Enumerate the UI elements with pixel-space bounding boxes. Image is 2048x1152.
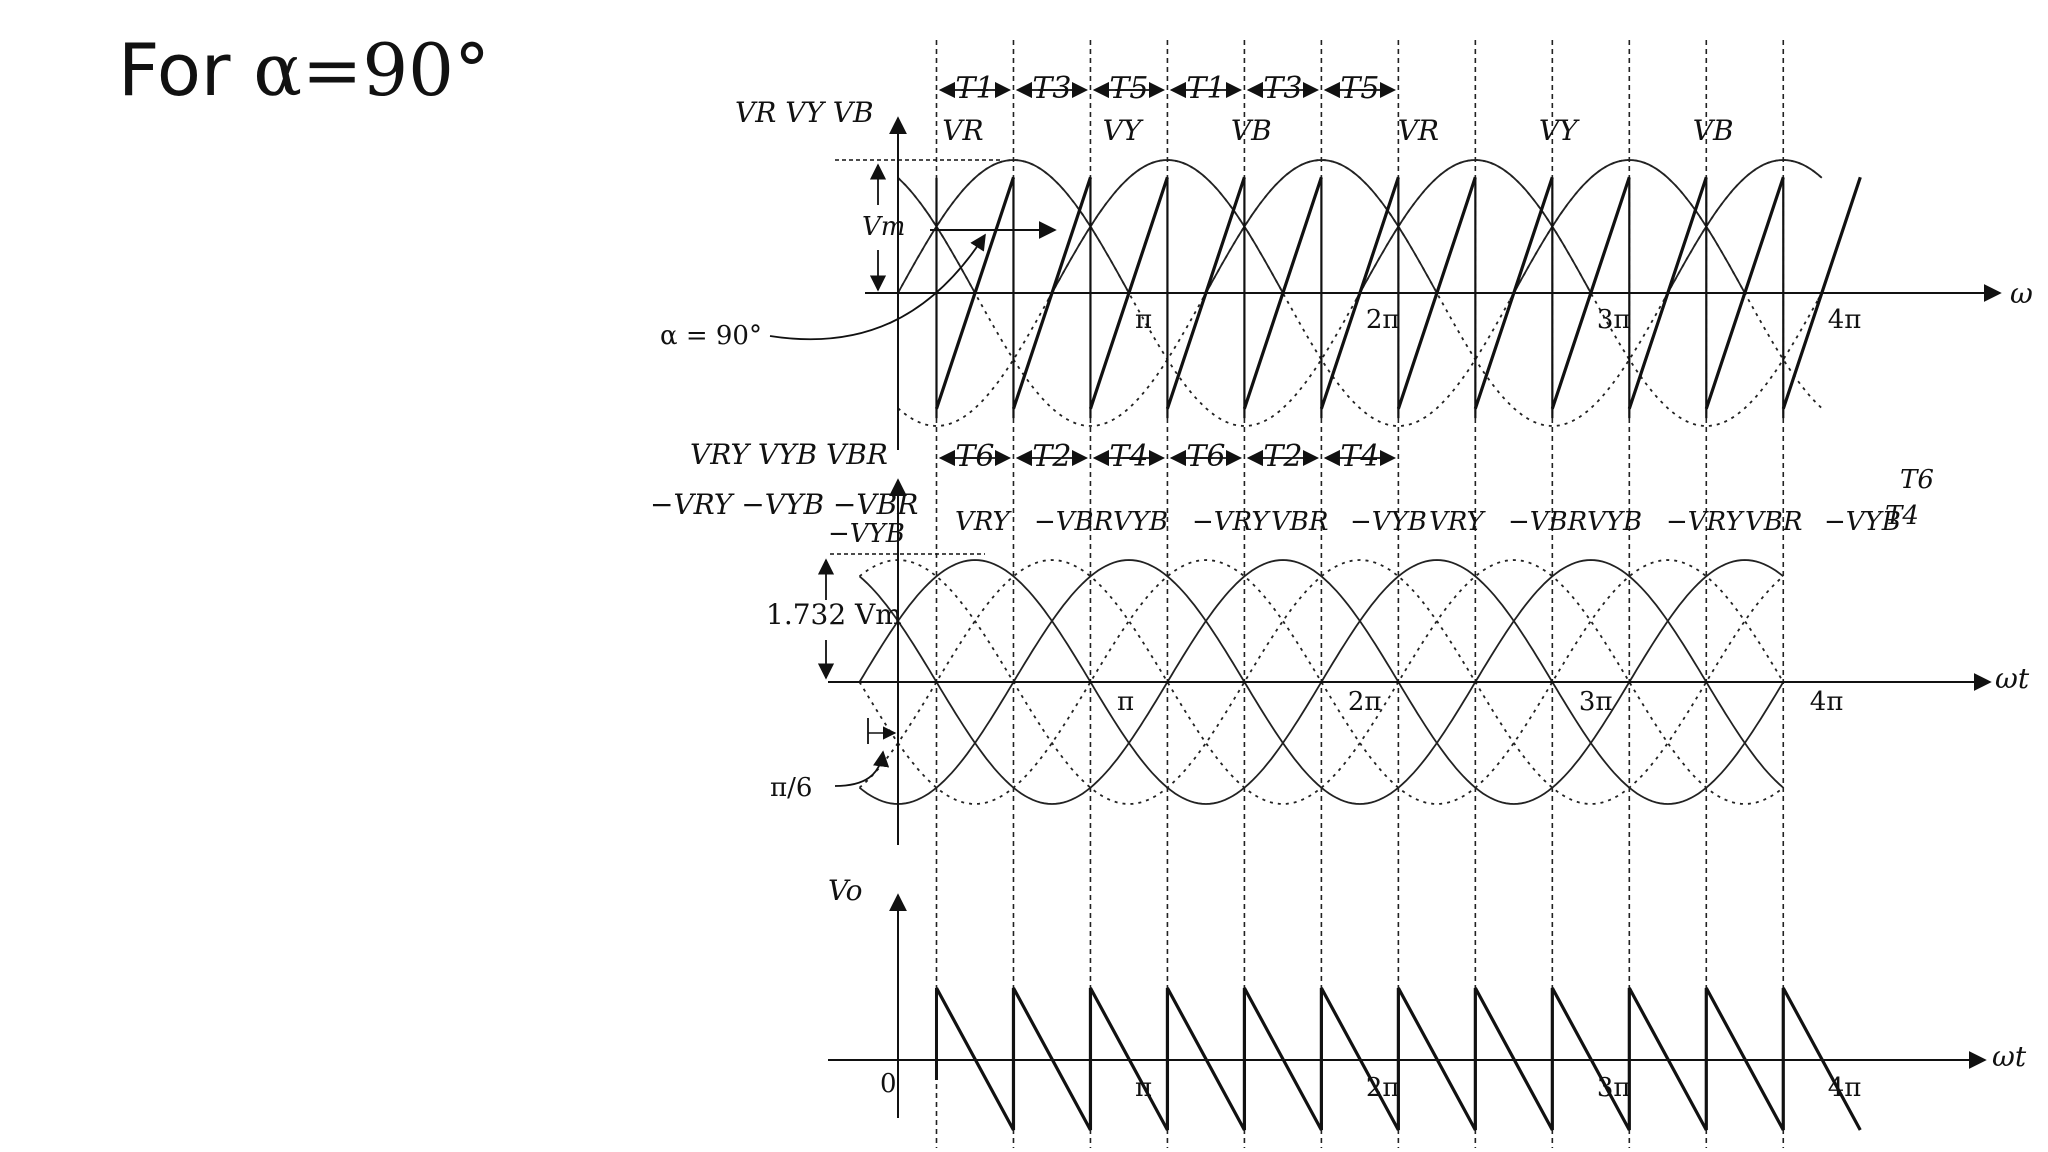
alpha-pointer [769, 233, 986, 341]
phase-label: VB [1231, 114, 1272, 147]
thyristor-label-extra: T6 [1900, 465, 1934, 495]
phase-label: VY [1103, 114, 1144, 147]
line-y-label-2: −VRY −VYB −VBR [650, 488, 918, 521]
phase-y-label: VR VY VB [735, 96, 874, 129]
thyristor-label-top: T1 [1186, 71, 1225, 106]
line-voltage-label: −VYB [1824, 507, 1901, 537]
line-amplitude-label: 1.732 Vm [766, 598, 902, 631]
phase-label: VR [942, 114, 983, 147]
first-line-label: −VYB [828, 519, 905, 549]
omega-label: ω [2010, 277, 2033, 310]
line-voltage-label: VRY [955, 507, 1013, 537]
thyristor-label-mid: T2 [1263, 439, 1302, 474]
output-y-label: Vo [828, 874, 863, 907]
shift-pointer [834, 750, 890, 787]
line-voltage-label: VYB [1587, 507, 1642, 537]
thyristor-label-top: T1 [955, 71, 994, 106]
omega-t-label-3: ωt [1992, 1040, 2027, 1073]
pi-label-2: π [1117, 687, 1134, 717]
slide-title: For α=90° [118, 28, 490, 112]
vm-label: Vm [862, 212, 905, 242]
line-y-label-1: VRY VYB VBR [690, 438, 888, 471]
thyristor-label-extra: T4 [1885, 501, 1919, 531]
title-prefix: For [118, 28, 254, 112]
pi-label-1: π [1135, 305, 1152, 335]
phase-label: VY [1539, 114, 1580, 147]
line-voltage-label: −VRY [1192, 507, 1271, 537]
thyristor-label-top: T5 [1109, 71, 1148, 106]
alpha-label: α = 90° [660, 321, 762, 351]
line-voltage-label: −VRY [1666, 507, 1745, 537]
zero-label: 0 [880, 1069, 897, 1099]
shift-label: π/6 [770, 773, 812, 803]
pi-label-2: 4π [1810, 687, 1844, 717]
line-voltage-label: VYB [1113, 507, 1168, 537]
pi-label-2: 2π [1348, 687, 1382, 717]
thyristor-label-top: T5 [1340, 71, 1379, 106]
pi-label-3: 3π [1597, 1073, 1631, 1103]
line-voltage-label: −VBR [1508, 507, 1587, 537]
pi-label-1: 2π [1366, 305, 1400, 335]
title-alpha: α=90° [253, 28, 490, 112]
line-voltage-label: VBR [1745, 507, 1802, 537]
line-voltage-label: −VYB [1350, 507, 1427, 537]
phase-label: VR [1398, 114, 1439, 147]
thyristor-label-mid: T4 [1109, 439, 1148, 474]
output-voltage-panel [828, 893, 1987, 1131]
pi-label-3: 4π [1828, 1073, 1862, 1103]
thyristor-label-top: T3 [1032, 71, 1071, 106]
line-voltage-label: VBR [1271, 507, 1328, 537]
pi-label-1: 4π [1828, 305, 1862, 335]
line-voltage-label: VRY [1429, 507, 1487, 537]
omega-t-label-2: ωt [1995, 662, 2030, 695]
pi-label-3: 2π [1366, 1073, 1400, 1103]
thyristor-label-mid: T2 [1032, 439, 1071, 474]
thyristor-label-mid: T6 [955, 439, 994, 474]
thyristor-label-mid: T4 [1340, 439, 1379, 474]
phase-voltage-panel [769, 116, 2002, 450]
pi-label-3: π [1135, 1073, 1152, 1103]
pi-label-1: 3π [1597, 305, 1631, 335]
line-voltage-label: −VBR [1034, 507, 1113, 537]
dashed-guide-lines [935, 40, 1785, 1148]
thyristor-label-mid: T6 [1186, 439, 1225, 474]
thyristor-label-top: T3 [1263, 71, 1302, 106]
line-voltage-panel [817, 478, 1992, 845]
pi-label-2: 3π [1579, 687, 1613, 717]
phase-label: VB [1693, 114, 1734, 147]
